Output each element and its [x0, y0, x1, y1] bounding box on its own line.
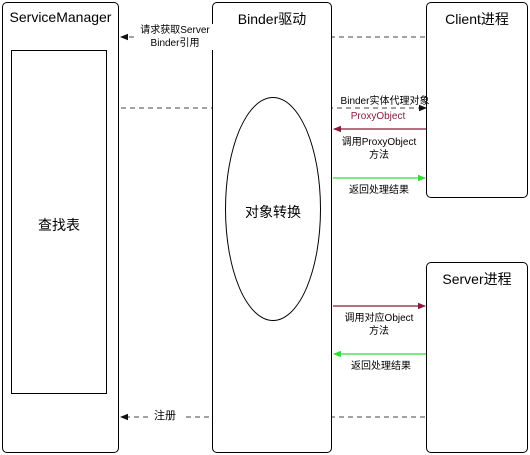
service-manager-title: ServiceManager [9, 9, 112, 25]
label-call-proxy-method: 调用ProxyObject 方法 [334, 136, 424, 162]
label-get-binder-ref-line1: 请求获取Server [140, 25, 210, 36]
label-get-binder-ref-line2: Binder引用 [150, 38, 200, 49]
lookup-table-label: 查找表 [38, 217, 80, 233]
label-call-object-method: 调用对应Object 方法 [334, 312, 424, 338]
label-binder-entity-proxy: Binder实体代理对象 [340, 96, 430, 107]
object-conversion-ellipse: 对象转换 [225, 97, 321, 321]
label-call-proxy-method-line1: 调用ProxyObject [341, 137, 417, 148]
label-get-binder-ref: 请求获取Server Binder引用 [136, 24, 214, 50]
label-proxy-object: ProxyObject [350, 111, 406, 122]
label-call-object-method-line2: 方法 [369, 326, 389, 337]
label-return-result-server: 返回处理结果 [351, 361, 411, 372]
server-process-box: Server进程 [426, 262, 528, 453]
server-process-title: Server进程 [442, 271, 512, 287]
client-process-title: Client进程 [445, 11, 509, 27]
client-process-box: Client进程 [426, 2, 528, 198]
binder-driver-title: Binder驱动 [237, 11, 307, 27]
label-return-result-client: 返回处理结果 [349, 185, 409, 196]
label-call-object-method-line1: 调用对应Object [344, 313, 414, 324]
object-conversion-label: 对象转换 [245, 204, 301, 220]
label-call-proxy-method-line2: 方法 [369, 150, 389, 161]
lookup-table-box: 查找表 [11, 50, 107, 394]
label-register: 注册 [154, 410, 176, 422]
